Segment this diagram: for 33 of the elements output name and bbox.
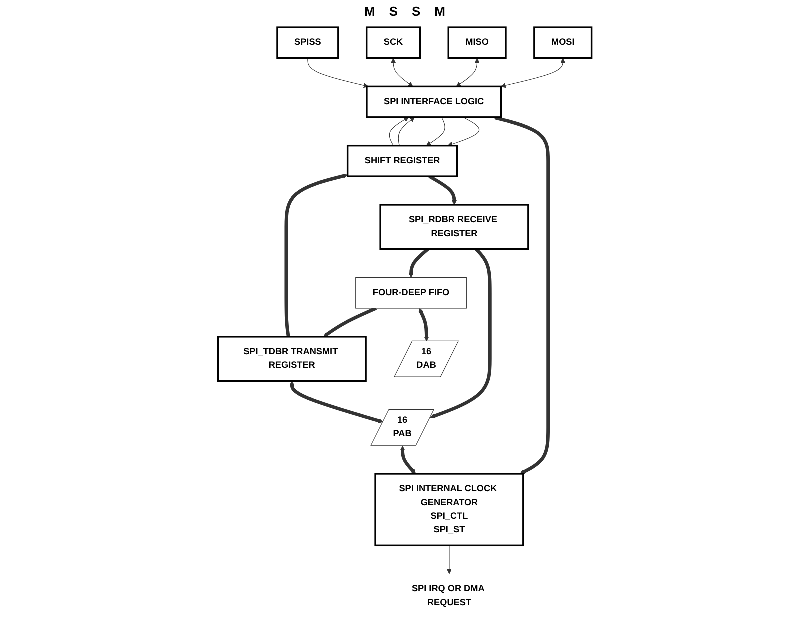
port-label: M [434, 4, 446, 19]
arrow [400, 446, 416, 474]
arrow [324, 306, 378, 338]
arrow [308, 58, 369, 88]
port-label: S [389, 4, 398, 19]
arrow [446, 545, 452, 574]
node-box: SHIFT REGISTER [346, 145, 458, 178]
node-box: SPI INTERFACE LOGIC [366, 86, 502, 118]
arrow [500, 58, 566, 88]
arrow [418, 308, 430, 342]
node-box: MISO [448, 26, 507, 60]
node-box: FOUR-DEEP FIFO [356, 278, 467, 309]
arrow [389, 117, 410, 146]
port-label: M [364, 4, 376, 19]
arrow [448, 117, 480, 147]
node-text: SPI IRQ OR DMA REQUEST [412, 584, 484, 608]
arrow [430, 248, 492, 419]
arrow [408, 248, 430, 278]
node-box: SPI INTERNAL CLOCK GENERATOR SPI_CTL SPI_ST [374, 473, 524, 546]
arrow [391, 58, 414, 87]
node-box: SPI_RDBR RECEIVE REGISTER [380, 204, 530, 250]
arrow [493, 116, 550, 474]
node-box: SPI_TDBR TRANSMIT REGISTER [217, 336, 367, 382]
arrow [456, 58, 480, 87]
arrow [426, 117, 446, 146]
arrow [284, 174, 348, 338]
arrow [398, 117, 415, 146]
node-box: SCK [366, 26, 422, 60]
arrow [428, 175, 457, 206]
node-box: MOSI [534, 26, 593, 60]
port-label: S [412, 4, 421, 19]
arrow [290, 381, 384, 424]
node-box: SPISS [276, 26, 340, 60]
